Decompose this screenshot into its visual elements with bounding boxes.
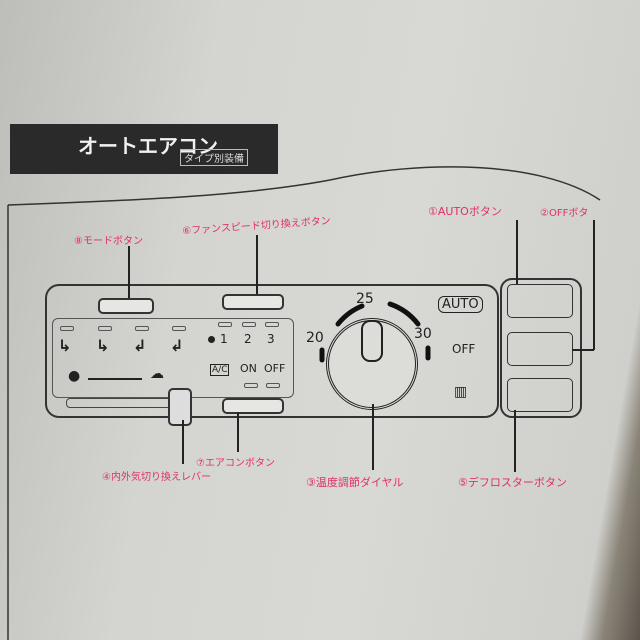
mode-led — [172, 326, 186, 331]
callout-auto-button: ①AUTOボタン — [428, 205, 502, 218]
defroster-icon: ▥ — [454, 384, 468, 400]
leader-line — [516, 220, 518, 284]
auto-label: AUTO — [438, 296, 483, 313]
fan-icon — [208, 336, 215, 343]
mode-foot-defrost-icon: ↲ — [170, 336, 184, 355]
mode-led — [60, 326, 74, 331]
ac-off-led — [266, 383, 280, 388]
leader-line — [372, 404, 374, 470]
mode-led — [98, 326, 112, 331]
leader-line — [256, 235, 258, 294]
callout-temp-dial: ③温度調節ダイヤル — [306, 476, 404, 489]
recirculation-car-icon: ● — [68, 368, 81, 384]
fan-led — [218, 322, 232, 327]
climate-control-panel — [45, 284, 499, 418]
fan-speed-1: 1 — [220, 332, 228, 346]
lever-track-line — [88, 378, 142, 380]
ac-on-label: ON — [240, 362, 257, 375]
callout-off-button: ②OFFボタ — [540, 208, 589, 219]
type-badge: タイプ別装備 — [180, 149, 248, 166]
temp-dial-scale — [319, 301, 431, 363]
lever-slot — [66, 398, 180, 408]
callout-defroster-button: ⑤デフロスターボタン — [458, 476, 567, 489]
auto-button[interactable] — [507, 284, 573, 318]
ac-label: A/C — [210, 364, 230, 376]
leader-line — [128, 246, 130, 298]
fan-speed-3: 3 — [267, 332, 275, 346]
leader-line — [514, 410, 516, 472]
leader-line — [182, 420, 184, 464]
fan-led — [265, 322, 279, 327]
leader-line — [572, 349, 594, 351]
off-label: OFF — [452, 342, 476, 356]
recirc-lever[interactable] — [168, 388, 192, 426]
off-button[interactable] — [507, 332, 573, 366]
mode-led — [135, 326, 149, 331]
callout-mode-button: ⑧モードボタン — [74, 236, 143, 247]
defroster-button[interactable] — [507, 378, 573, 412]
fresh-air-icon: ☁ — [150, 366, 164, 382]
mode-face-icon: ↳ — [58, 336, 72, 355]
temp-30: 30 — [414, 326, 432, 342]
fan-led — [242, 322, 256, 327]
mode-button[interactable] — [98, 298, 154, 314]
section-title: オートエアコン — [78, 134, 218, 158]
mode-foot-icon: ↲ — [133, 336, 147, 355]
ac-button[interactable] — [222, 398, 284, 414]
callout-recirc-lever: ④内外気切り換えレバー — [102, 472, 211, 483]
callout-ac-button: ⑦エアコンボタン — [196, 458, 275, 469]
temp-20: 20 — [306, 330, 324, 346]
fan-speed-2: 2 — [244, 332, 252, 346]
ac-on-led — [244, 383, 258, 388]
leader-line — [237, 412, 239, 452]
leader-line — [593, 220, 595, 350]
fan-speed-button[interactable] — [222, 294, 284, 310]
temp-dial-pointer — [361, 320, 383, 362]
temp-25: 25 — [356, 291, 374, 307]
button-cluster — [500, 278, 582, 418]
ac-off-label: OFF — [264, 362, 286, 375]
mode-bilevel-icon: ↳ — [96, 336, 110, 355]
